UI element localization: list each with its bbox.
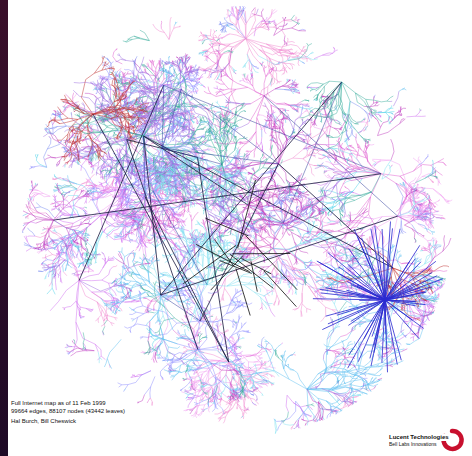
network-links	[183, 180, 297, 315]
network-links	[313, 222, 443, 373]
company-tagline: Bell Labs Innovations	[388, 442, 438, 448]
company-name: Lucent Technologies	[388, 434, 450, 441]
network-links	[54, 15, 446, 423]
network-links	[29, 9, 436, 429]
edge-strip	[0, 0, 8, 456]
caption-text: 99664 edges, 88107 nodes (43442 leaves)	[10, 408, 126, 415]
caption-text: Full Internet map as of 11 Feb 1999	[10, 400, 107, 407]
network-links	[54, 82, 398, 362]
network-links	[23, 22, 443, 421]
credit-text: Hal Burch, Bill Cheswick	[10, 418, 77, 425]
network-links	[26, 9, 443, 434]
network-links	[28, 51, 435, 418]
network-graph	[23, 6, 453, 434]
network-links	[24, 6, 445, 428]
